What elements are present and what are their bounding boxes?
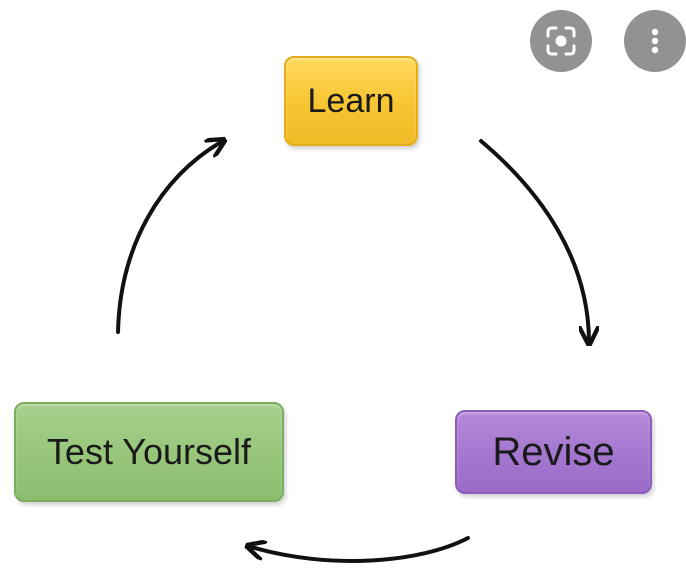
node-test-yourself-label: Test Yourself <box>46 431 252 472</box>
arrow-revise-to-test <box>251 536 470 563</box>
arrow-test-to-learn <box>116 142 221 334</box>
lens-search-button[interactable] <box>530 10 592 72</box>
node-learn: Learn <box>284 56 418 146</box>
more-options-icon <box>651 28 659 54</box>
lens-search-icon <box>546 26 576 56</box>
node-revise-label: Revise <box>492 429 615 474</box>
more-options-button[interactable] <box>624 10 686 72</box>
node-learn-label: Learn <box>307 81 395 120</box>
node-test-yourself: Test Yourself <box>14 402 284 502</box>
node-revise: Revise <box>455 410 652 494</box>
arrow-learn-to-revise <box>479 139 589 340</box>
